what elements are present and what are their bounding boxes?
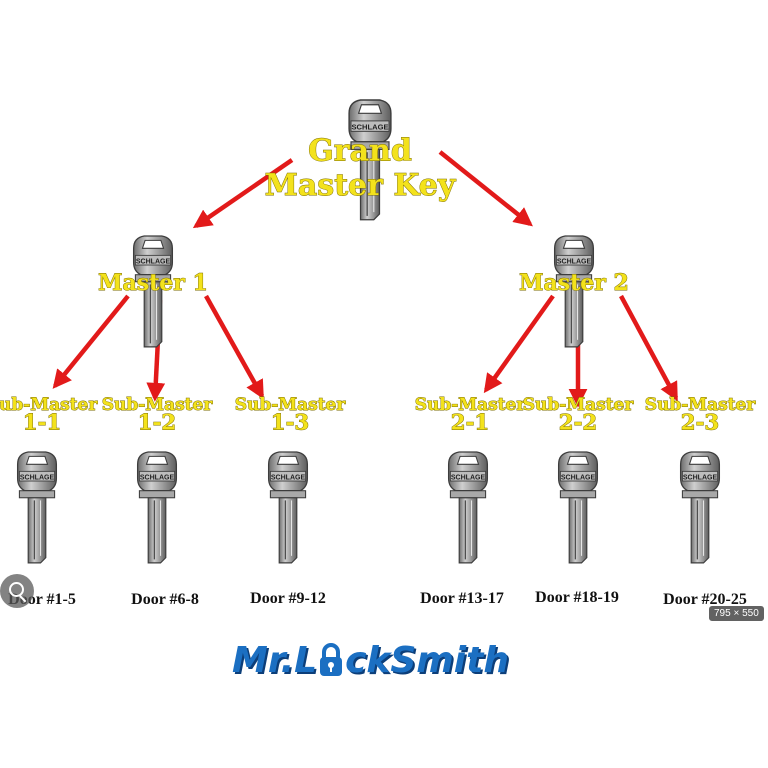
node-label-sub-master-1-2-line-2: 1-2 (138, 411, 176, 436)
logo-text-right: ckSmith (345, 640, 509, 681)
arrow-grand-master-to-master-1 (192, 158, 294, 229)
key-brand-label: SCHLAGE (136, 258, 171, 265)
key-brand-label: SCHLAGE (557, 258, 592, 265)
key-brand-plate (449, 470, 487, 482)
node-label-master-2-line-1: Master 2 (519, 270, 629, 296)
mr-locksmith-logo: Mr.L ckSmith (232, 640, 542, 688)
image-size-badge: 795 × 550 (709, 606, 764, 621)
key-icon: SCHLAGE (447, 451, 489, 564)
key-brand-label: SCHLAGE (271, 474, 306, 481)
lens-glass (9, 582, 24, 597)
key-icon: SCHLAGE (553, 235, 595, 348)
logo-text-left: Mr.L (232, 640, 318, 681)
key-icon: SCHLAGE (679, 451, 721, 564)
arrow-master-1-to-sub-master-1-3 (204, 294, 264, 400)
node-label-master-1-line-1: Master 1 (98, 270, 208, 296)
key-brand-label: SCHLAGE (351, 122, 388, 131)
key-bow-hole (357, 104, 383, 114)
key-brand-label: SCHLAGE (561, 474, 596, 481)
key-brand-label: SCHLAGE (451, 474, 486, 481)
key-shoulder (18, 490, 56, 499)
arrow-master-2-to-sub-master-2-3 (619, 294, 678, 402)
key-brand-plate (18, 470, 56, 482)
node-label-sub-master-1-3-line-2: 1-3 (271, 411, 309, 436)
key-blade (690, 497, 710, 564)
node-label-sub-master-1-1-line-2: 1-1 (23, 411, 61, 436)
key-icon: SCHLAGE (348, 99, 392, 221)
key-shoulder (681, 490, 719, 499)
node-label-sub-master-1-1-line-1: Sub-Master (0, 395, 98, 415)
visual-search-icon[interactable] (0, 574, 34, 608)
door-label-sub-master-2-3: Door #20-25 (663, 591, 747, 608)
node-label-sub-master-2-3-line-2: 2-3 (681, 411, 719, 436)
key-bow-hole (141, 239, 165, 249)
node-label-grand-master-line-2: Master Key (265, 168, 457, 203)
node-label-sub-master-2-2-line-2: 2-2 (559, 411, 597, 436)
key-brand-plate (681, 470, 719, 482)
key-bow-hole (562, 239, 586, 249)
key-blade (278, 497, 298, 564)
arrow-master-1-to-sub-master-1-1 (52, 294, 130, 389)
key-brand-plate (269, 470, 307, 482)
key-brand-plate (555, 254, 593, 266)
node-label-grand-master-line-1: Grand (308, 134, 412, 169)
key-brand-label: SCHLAGE (140, 474, 175, 481)
key-bow-hole (688, 455, 712, 465)
key-brand-label: SCHLAGE (683, 474, 718, 481)
lens-handle (19, 595, 27, 603)
key-blade (568, 497, 588, 564)
key-bow-hole (276, 455, 300, 465)
key-shoulder (559, 490, 597, 499)
key-icon: SCHLAGE (16, 451, 58, 564)
door-label-sub-master-1-3: Door #9-12 (250, 590, 326, 607)
door-label-sub-master-2-1: Door #13-17 (420, 590, 504, 607)
key-icon: SCHLAGE (557, 451, 599, 564)
key-shoulder (449, 490, 487, 499)
key-blade (147, 497, 167, 564)
arrow-master-2-to-sub-master-2-1 (483, 294, 555, 394)
arrow-grand-master-to-master-2 (438, 150, 533, 227)
node-label-sub-master-2-3-line-1: Sub-Master (645, 395, 757, 415)
key-shoulder (269, 490, 307, 499)
key-shoulder (138, 490, 176, 499)
key-brand-plate (559, 470, 597, 482)
key-bow-hole (566, 455, 590, 465)
key-icon: SCHLAGE (267, 451, 309, 564)
padlock-icon (320, 643, 343, 676)
key-blade (143, 281, 163, 348)
key-bow-hole (145, 455, 169, 465)
key-bow-hole (25, 455, 49, 465)
node-label-sub-master-1-3-line-1: Sub-Master (235, 395, 347, 415)
key-brand-label: SCHLAGE (20, 474, 55, 481)
key-blade (359, 148, 381, 221)
door-label-sub-master-1-2: Door #6-8 (131, 591, 199, 608)
key-icon: SCHLAGE (132, 235, 174, 348)
key-brand-plate (138, 470, 176, 482)
node-label-sub-master-1-2-line-1: Sub-Master (102, 395, 214, 415)
key-bow-hole (456, 455, 480, 465)
door-label-sub-master-2-2: Door #18-19 (535, 589, 619, 606)
node-label-sub-master-2-1-line-2: 2-1 (451, 411, 489, 436)
key-brand-plate (350, 120, 390, 132)
node-label-sub-master-2-2-line-1: Sub-Master (523, 395, 635, 415)
key-blade (564, 281, 584, 348)
node-label-sub-master-2-1-line-1: Sub-Master (415, 395, 527, 415)
key-brand-plate (134, 254, 172, 266)
key-icon: SCHLAGE (136, 451, 178, 564)
key-blade (27, 497, 47, 564)
key-blade (458, 497, 478, 564)
